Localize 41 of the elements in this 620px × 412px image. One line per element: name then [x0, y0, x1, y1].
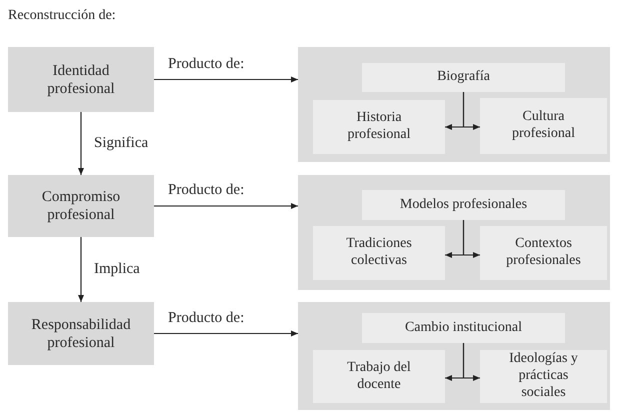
arrow: [154, 330, 298, 336]
concept-box: [8, 302, 154, 365]
node-text: Cultura profesional: [511, 109, 576, 143]
edge-label: Producto de:: [168, 310, 244, 326]
arrow: [462, 92, 480, 130]
concept-box: [8, 47, 154, 112]
edge-label: Implica: [94, 260, 140, 278]
group-panel: [298, 175, 610, 290]
node-text: Biografía: [437, 69, 490, 86]
edge-label: Producto de:: [168, 56, 244, 72]
arrow: [78, 237, 84, 302]
node-text: Contextos profesionales: [505, 236, 582, 270]
concept-box: [362, 63, 565, 92]
node-text: Responsabilidad profesional: [31, 316, 131, 352]
node-text: Historia profesional: [346, 110, 412, 144]
concept-box: [480, 98, 607, 154]
node-text: Modelos profesionales: [400, 196, 528, 214]
arrow: [154, 76, 298, 82]
concept-box: [480, 350, 607, 403]
concept-box: [313, 100, 445, 154]
node-text: Identidad profesional: [46, 62, 116, 98]
arrow: [462, 220, 480, 258]
concept-box: [362, 313, 565, 343]
node-text: Trabajo del docente: [346, 360, 412, 394]
edge-label: Significa: [94, 134, 148, 152]
node-text: Tradiciones colectivas: [345, 236, 413, 270]
concept-box: [362, 190, 565, 220]
group-panel: [298, 302, 610, 410]
title: Reconstrucción de:: [8, 8, 116, 24]
concept-box: [8, 175, 154, 237]
edge-label: Producto de:: [168, 182, 244, 199]
node-text: Compromiso profesional: [40, 188, 122, 224]
arrow: [154, 203, 298, 209]
concept-box: [480, 226, 607, 280]
node-text: Cambio institucional: [404, 320, 522, 336]
arrow: [78, 112, 84, 175]
arrow: [462, 343, 480, 381]
group-panel: [298, 47, 610, 162]
concept-box: [313, 350, 445, 403]
node-text: Ideologías y prácticas sociales: [508, 351, 579, 402]
concept-box: [313, 226, 445, 280]
